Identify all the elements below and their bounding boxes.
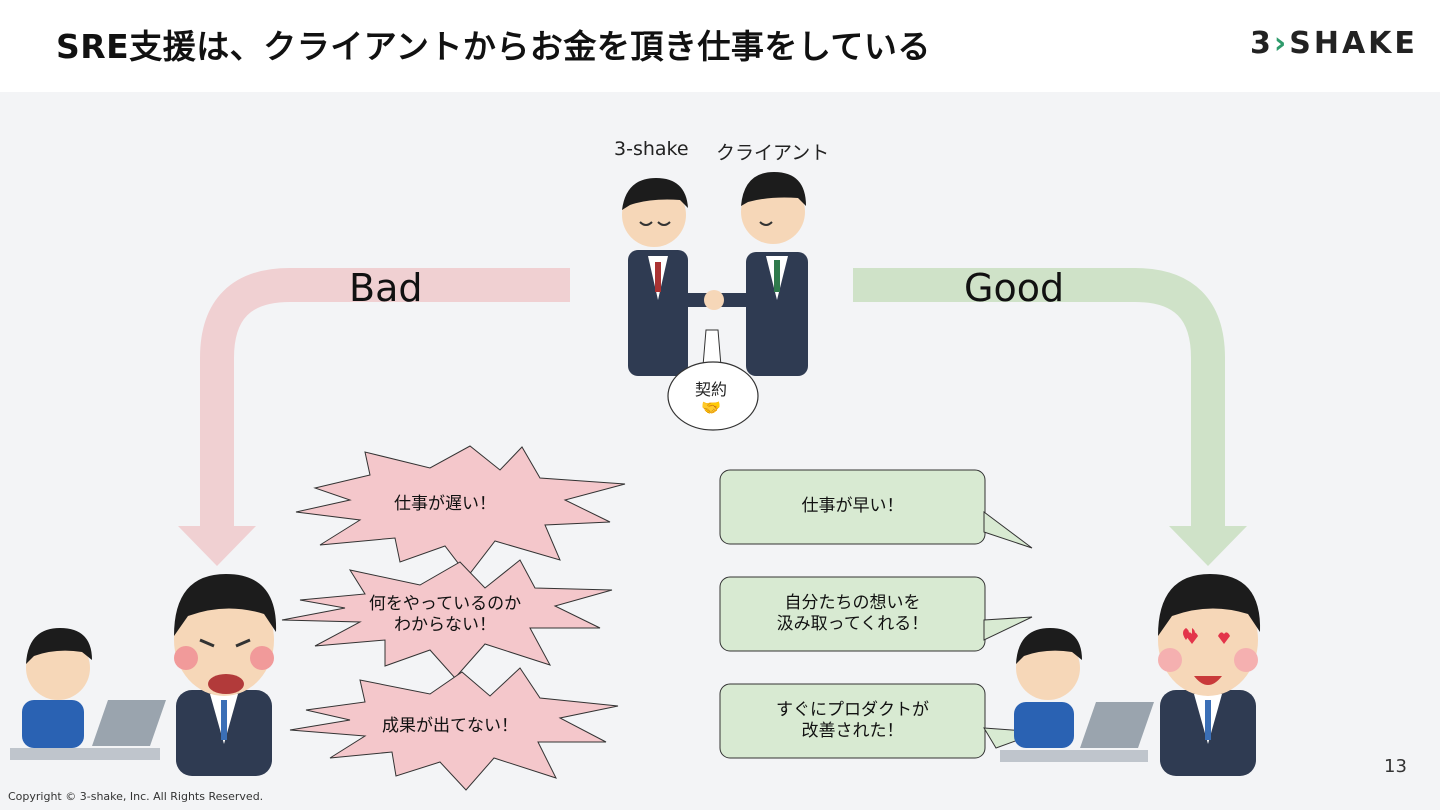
good-bubble-2 <box>719 576 986 652</box>
bad-reaction-1-text: 仕事が遅い！ <box>394 494 496 514</box>
good-arrow-head <box>1169 526 1247 566</box>
good-side-worker-illustration <box>1000 628 1154 762</box>
good-bubble-3 <box>719 683 986 759</box>
3shake-label: 3-shake <box>614 138 689 160</box>
bad-bubble-3 <box>289 667 619 791</box>
good-arrow <box>853 268 1225 530</box>
company-logo: 3›SHAKE <box>1250 26 1418 61</box>
bad-arrow-head <box>178 526 256 566</box>
bad-bubble-2 <box>281 559 613 679</box>
bad-arrow <box>200 268 570 530</box>
bad-bubble-1 <box>295 445 626 577</box>
angry-manager-illustration <box>174 574 277 776</box>
good-bubble-1-tail <box>983 511 1033 549</box>
bad-label: Bad <box>349 266 423 310</box>
good-label: Good <box>964 266 1065 310</box>
client-label: クライアント <box>716 142 830 164</box>
good-bubble-1 <box>719 469 986 545</box>
handshake-hands <box>704 290 724 310</box>
bad-reaction-3-text: 成果が出てない！ <box>382 716 518 736</box>
handshake-icon: 🤝 <box>701 398 721 417</box>
3shake-person-illustration <box>622 178 712 376</box>
good-reaction-2-text: 自分たちの想いを 汲み取ってくれる！ <box>776 593 929 635</box>
bad-reaction-2-text: 何をやっているのか わからない！ <box>368 594 522 636</box>
client-person-illustration <box>718 172 808 376</box>
good-reaction-1-text: 仕事が早い！ <box>801 496 904 516</box>
slide-title: SRE支援は、クライアントからお金を頂き仕事をしている <box>56 27 931 66</box>
happy-manager-illustration <box>1158 574 1261 776</box>
bad-side-worker-illustration <box>10 628 166 760</box>
good-reaction-3-text: すぐにプロダクトが 改善された！ <box>776 700 929 742</box>
page-number: 13 <box>1384 756 1407 777</box>
header-bar: SRE支援は、クライアントからお金を頂き仕事をしている 3›SHAKE <box>0 0 1440 92</box>
good-bubble-2-tail <box>983 616 1033 641</box>
contract-label: 契約 <box>695 380 728 399</box>
contract-bubble <box>667 361 759 431</box>
logo-mark-icon: › <box>1273 26 1290 61</box>
copyright-footer: Copyright © 3-shake, Inc. All Rights Res… <box>8 790 264 803</box>
